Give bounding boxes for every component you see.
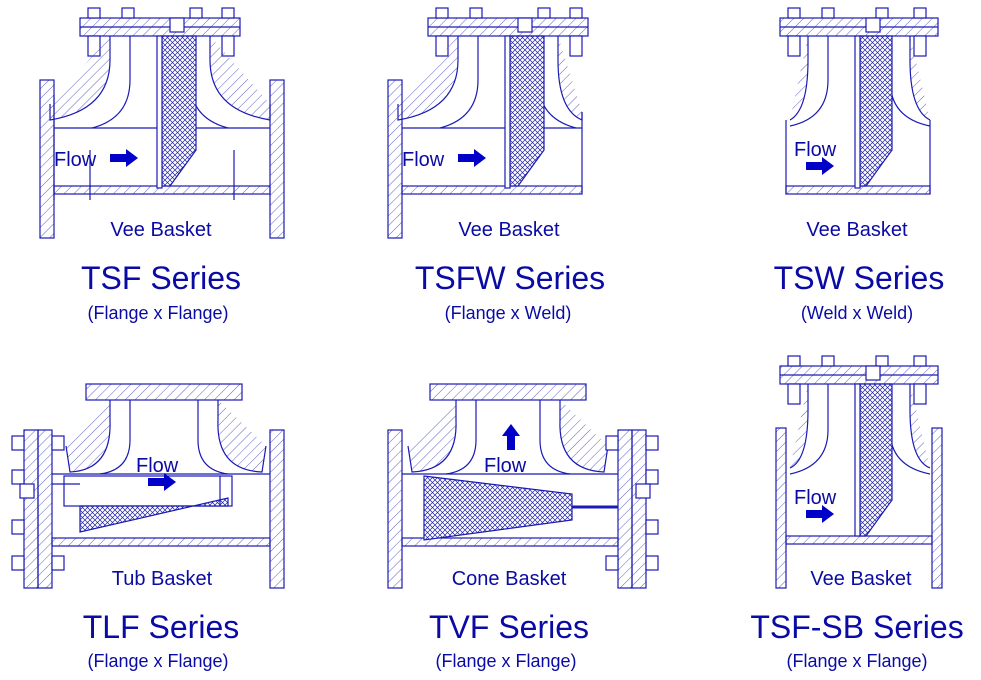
caption-tsfw: Vee Basket TSFW Series (Flange x Weld): [415, 219, 605, 323]
series-title: TSW Series: [774, 260, 945, 296]
connection-type: (Flange x Flange): [786, 651, 927, 671]
caption-tvf: Cone Basket TVF Series (Flange x Flange): [429, 568, 589, 671]
flow-label: Flow: [794, 139, 837, 161]
tsf-drawing: [39, 7, 285, 239]
series-title: TSF-SB Series: [750, 609, 963, 645]
caption-tsf-sb: Vee Basket TSF-SB Series (Flange x Flang…: [750, 568, 963, 671]
flow-label: Flow: [484, 455, 527, 477]
flow-label: Flow: [402, 149, 445, 171]
tlf-drawing: [11, 383, 285, 589]
flow-arrow-icon: [458, 149, 486, 167]
flow-arrow-icon: [110, 149, 138, 167]
basket-type: Tub Basket: [112, 568, 213, 590]
connection-type: (Flange x Flange): [87, 651, 228, 671]
tsw-flow-arrow: Flow: [794, 139, 837, 175]
flow-arrow-icon: [502, 424, 520, 450]
flow-arrow-icon: [148, 473, 176, 491]
flow-label: Flow: [794, 487, 837, 509]
flow-arrow-icon: [806, 157, 834, 175]
flow-label: Flow: [54, 149, 97, 171]
series-title: TSF Series: [81, 260, 241, 296]
connection-type: (Weld x Weld): [801, 303, 913, 323]
basket-type: Vee Basket: [810, 568, 912, 590]
tsfw-flow-arrow: Flow: [402, 149, 486, 171]
tsw-drawing: [779, 7, 939, 195]
flow-arrow-icon: [806, 505, 834, 523]
caption-tlf: Tub Basket TLF Series (Flange x Flange): [83, 568, 239, 671]
connection-type: (Flange x Flange): [87, 303, 228, 323]
caption-tsw: Vee Basket TSW Series (Weld x Weld): [774, 219, 945, 323]
basket-type: Vee Basket: [110, 219, 212, 241]
basket-type: Cone Basket: [452, 568, 567, 590]
tsf-sb-drawing: [775, 355, 943, 589]
tvf-flow-arrow: Flow: [484, 424, 527, 477]
caption-tsf: Vee Basket TSF Series (Flange x Flange): [81, 219, 241, 323]
tsfw-drawing: [387, 7, 589, 239]
series-title: TSFW Series: [415, 260, 605, 296]
basket-type: Vee Basket: [458, 219, 560, 241]
connection-type: (Flange x Weld): [445, 303, 572, 323]
flow-label: Flow: [136, 455, 179, 477]
basket-type: Vee Basket: [806, 219, 908, 241]
tvf-drawing: [387, 383, 659, 589]
series-title: TLF Series: [83, 609, 239, 645]
tsf-flow-arrow: Flow: [54, 149, 138, 171]
tlf-flow-arrow: Flow: [136, 455, 179, 491]
connection-type: (Flange x Flange): [435, 651, 576, 671]
tsf-sb-flow-arrow: Flow: [794, 487, 837, 523]
series-title: TVF Series: [429, 609, 589, 645]
